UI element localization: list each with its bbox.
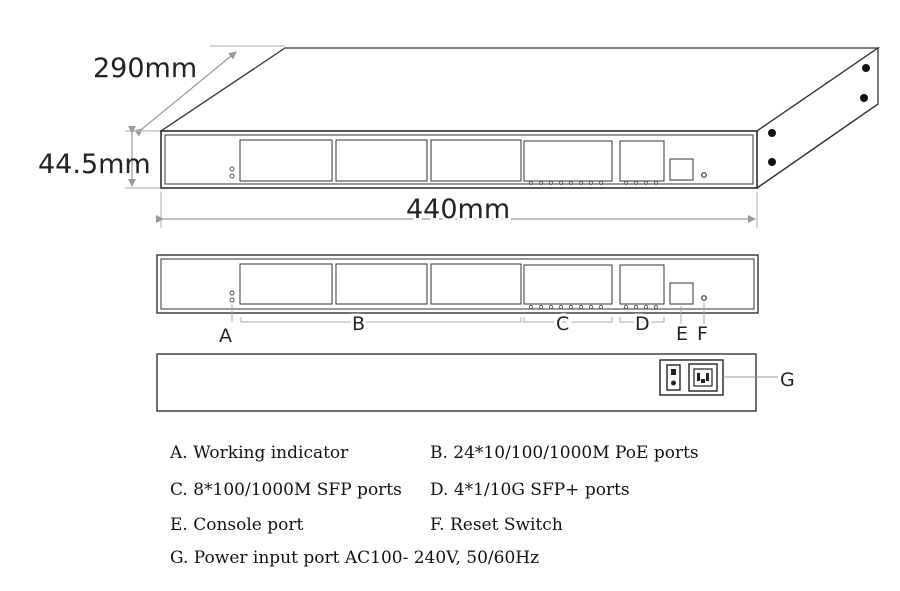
rear-panel-view: [156, 353, 757, 412]
power-socket-icon: [688, 363, 718, 392]
sfp-led-row: [528, 304, 604, 310]
legend-item-c: C. 8*100/1000M SFP ports: [170, 480, 402, 500]
callout-f: F: [697, 323, 708, 345]
legend-item-g: G. Power input port AC100- 240V, 50/60Hz: [170, 548, 540, 568]
chassis-top-face: [158, 47, 881, 132]
poe-port-block: [239, 263, 333, 305]
callout-d: D: [635, 313, 650, 335]
mount-hole-icon: [768, 129, 776, 137]
dimension-lines: [125, 45, 758, 228]
mount-hole-icon: [768, 158, 776, 166]
callout-c: C: [556, 313, 569, 335]
reset-button-icon: [701, 172, 707, 178]
power-switch-icon: [666, 364, 681, 391]
sfp-plus-led-row: [623, 304, 659, 310]
isometric-view: [158, 46, 881, 190]
poe-port-block: [335, 263, 428, 305]
poe-port-block: [239, 139, 333, 182]
poe-port-block: [430, 263, 522, 305]
led-icon: [229, 173, 235, 179]
legend-item-a: A. Working indicator: [170, 443, 349, 463]
working-indicator-icon: [229, 290, 235, 296]
sfp-plus-led-row: [623, 180, 659, 186]
legend-item-d: D. 4*1/10G SFP+ ports: [430, 480, 630, 500]
sfp-plus-port-block: [619, 140, 665, 182]
sfp-led-row: [528, 180, 604, 186]
depth-dimension-label: 290mm: [93, 53, 197, 84]
led-icon: [229, 166, 235, 172]
mount-hole-icon: [860, 94, 868, 102]
width-dimension-label: 440mm: [406, 194, 510, 225]
console-port: [669, 158, 694, 181]
height-dimension-label: 44.5mm: [38, 149, 151, 180]
legend-item-e: E. Console port: [170, 515, 304, 535]
callout-a: A: [219, 325, 232, 347]
console-port: [669, 282, 694, 305]
reset-button-icon: [701, 295, 707, 301]
callout-leaders: [231, 302, 705, 324]
sfp-port-block: [523, 264, 613, 305]
mount-hole-icon: [862, 64, 870, 72]
working-indicator-icon: [229, 297, 235, 303]
callout-g: G: [780, 369, 795, 391]
poe-port-block: [430, 139, 522, 182]
callout-b: B: [352, 313, 365, 335]
poe-port-block: [335, 139, 428, 182]
front-panel-view: [156, 254, 759, 314]
sfp-plus-port-block: [619, 264, 665, 305]
sfp-port-block: [523, 140, 613, 182]
legend-item-f: F. Reset Switch: [430, 515, 563, 535]
legend-item-b: B. 24*10/100/1000M PoE ports: [430, 443, 699, 463]
callout-e: E: [676, 323, 688, 345]
